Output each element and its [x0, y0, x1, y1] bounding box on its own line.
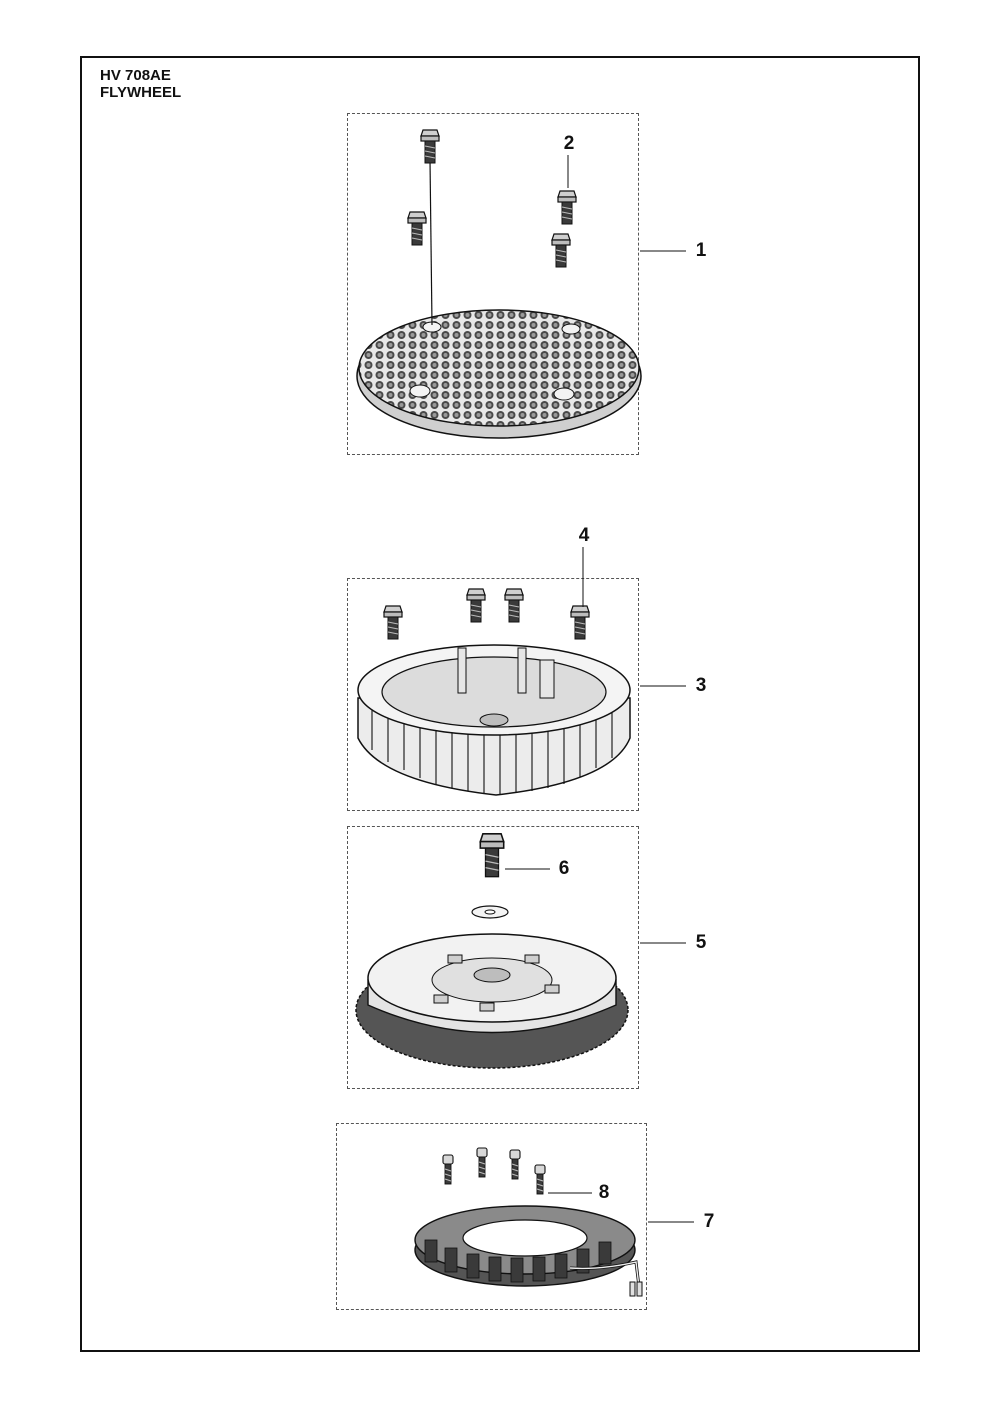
group-box-flywheel [347, 826, 639, 1089]
fan-screen-assembly [356, 129, 642, 439]
stator-assembly [414, 1147, 643, 1297]
group-box-fan-screen [347, 113, 639, 455]
leader-lines [505, 155, 694, 1223]
group-box-fan-housing [347, 578, 639, 811]
callout-7[interactable]: 7 [703, 1211, 715, 1232]
callout-3[interactable]: 3 [695, 675, 707, 696]
callout-4[interactable]: 4 [578, 525, 590, 546]
callout-5[interactable]: 5 [695, 932, 707, 953]
page-title: HV 708AE FLYWHEEL [100, 67, 181, 101]
callout-8[interactable]: 8 [598, 1182, 610, 1203]
callout-2[interactable]: 2 [563, 133, 575, 154]
callout-6[interactable]: 6 [558, 858, 570, 879]
group-box-stator [336, 1123, 647, 1310]
section-name: FLYWHEEL [100, 84, 182, 101]
fan-housing-assembly [357, 588, 631, 796]
model-name: HV 708AE [100, 67, 171, 84]
drawing-frame [80, 56, 920, 1352]
flywheel-assembly [355, 833, 629, 1069]
callout-1[interactable]: 1 [695, 240, 707, 261]
